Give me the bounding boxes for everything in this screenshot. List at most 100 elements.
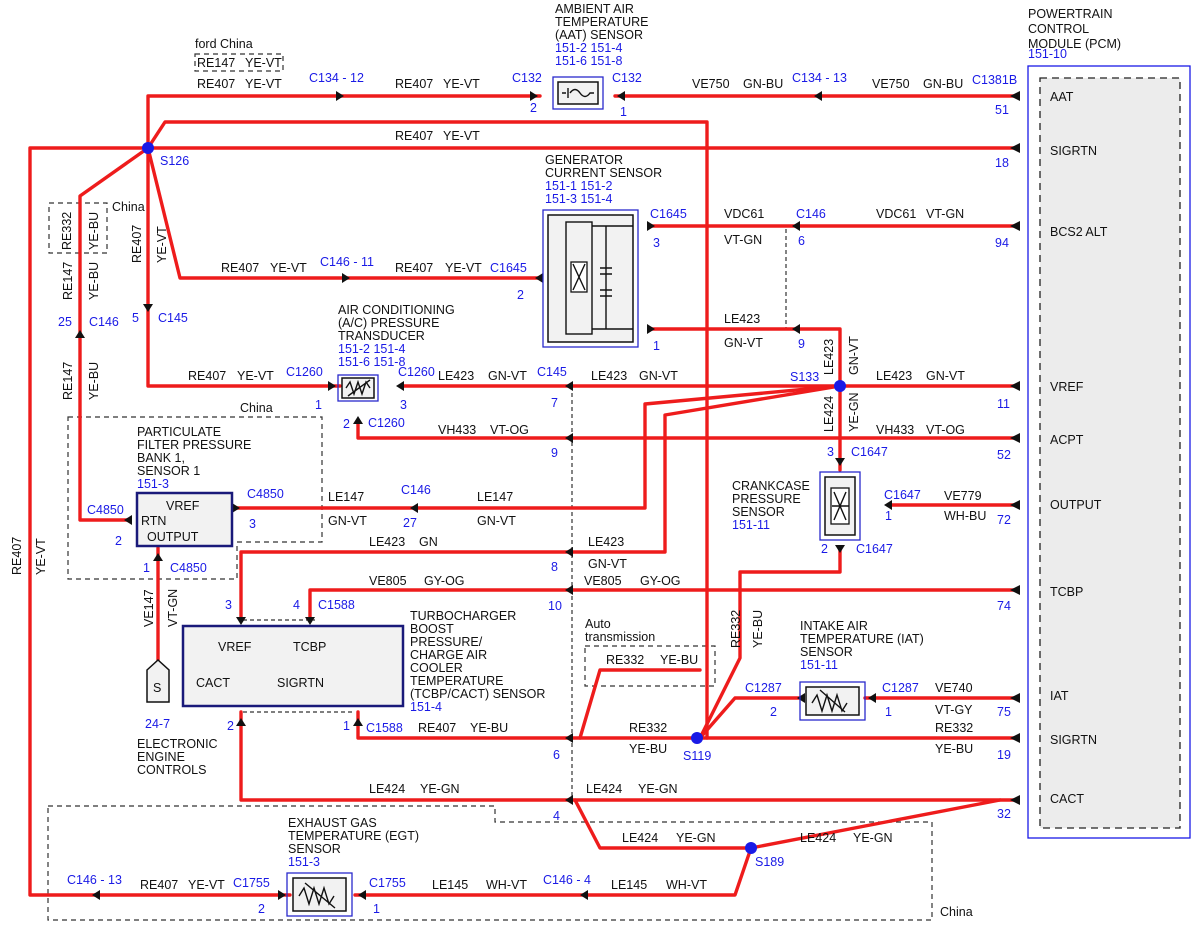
arrow-c146-25: [75, 330, 85, 338]
pcm-pin-tcbp: TCBP: [1050, 585, 1083, 599]
tcbp-name-4: CHARGE AIR: [410, 648, 487, 662]
wl-le147-a-color: GN-VT: [328, 514, 367, 528]
arrow-pcm-94: [1010, 221, 1020, 231]
ac-pin-2: 2: [343, 417, 350, 431]
pin-4: 4: [553, 809, 560, 823]
wl-le423-b-code: LE423: [438, 369, 474, 383]
aat-pin-1: 1: [620, 105, 627, 119]
cc-conn-bottom: C1647: [856, 542, 893, 556]
auto-box-color: YE-BU: [660, 653, 698, 667]
note-auto-1: Auto: [585, 617, 611, 631]
arrow-c1588-3: [236, 617, 246, 625]
ac-ref-2: 151-6 151-8: [338, 355, 405, 369]
wl-re332-b-color: YE-BU: [935, 742, 973, 756]
tcbp-name-5: COOLER: [410, 661, 463, 675]
arrow-c132-r: [617, 91, 625, 101]
cc-pin-1: 1: [885, 509, 892, 523]
pf-name-3: BANK 1,: [137, 451, 185, 465]
wl-ve740-code: VE740: [935, 681, 973, 695]
arrow-c145-8: [565, 547, 573, 557]
ac-pressure-transducer: AIR CONDITIONING (A/C) PRESSURE TRANSDUC…: [286, 303, 455, 431]
splice-s189-label: S189: [755, 855, 784, 869]
gen-capacitor-icon: [592, 225, 633, 330]
tcbp-conn-top: C1588: [318, 598, 355, 612]
wl-ve779-code: VE779: [944, 489, 982, 503]
pcm-pin-bcs2: BCS2 ALT: [1050, 225, 1108, 239]
wl-le145-a-color: WH-VT: [486, 878, 527, 892]
pcm-pin-num-19: 19: [997, 748, 1011, 762]
pf-ref: 151-3: [137, 477, 169, 491]
arrow-c1287-l: [797, 693, 805, 703]
arrow-c1647-3: [835, 458, 845, 466]
gen-ref-2: 151-3 151-4: [545, 192, 612, 206]
pin-25: 25: [58, 315, 72, 329]
wire-labels: RE407 YE-VT RE407 YE-VT VE750 GN-BU VE75…: [10, 77, 986, 892]
splice-s133: [834, 380, 846, 392]
wl-re407-v1-code: RE407: [130, 225, 144, 263]
pcm-ref: 151-10: [1028, 47, 1067, 61]
wl-vh433-b-code: VH433: [876, 423, 914, 437]
arrow-c1588-4: [305, 617, 315, 625]
wl-re407-v1-color: YE-VT: [155, 226, 169, 263]
wl-re332-a-code: RE332: [629, 721, 667, 735]
aat-conn-left: C132: [512, 71, 542, 85]
pcm-name-2: CONTROL: [1028, 22, 1089, 36]
note-ford-china: ford China: [195, 37, 253, 51]
wl-ve779-color: WH-BU: [944, 509, 986, 523]
eec-name-2: ENGINE: [137, 750, 185, 764]
wl-vdc61-b-color: VT-GN: [926, 207, 964, 221]
aat-outline: [552, 76, 604, 110]
iat-name-3: SENSOR: [800, 645, 853, 659]
egt-name-3: SENSOR: [288, 842, 341, 856]
arrow-pcm-19: [1010, 733, 1020, 743]
note-china-3: China: [940, 905, 973, 919]
aat-name-2: TEMPERATURE: [555, 15, 649, 29]
conn-c146-b: C146: [89, 315, 119, 329]
pcm-pin-aat: AAT: [1050, 90, 1074, 104]
arrow-c1588-2: [236, 718, 246, 726]
wl-ve805-b-color: GY-OG: [640, 574, 681, 588]
note-china-1: China: [112, 200, 145, 214]
pcm-pin-num-94: 94: [995, 236, 1009, 250]
pf-body: [135, 491, 234, 548]
arrow-c1645-b: [647, 324, 655, 334]
wl-re407-i-color: YE-VT: [188, 878, 225, 892]
wl-vh433-a-code: VH433: [438, 423, 476, 437]
wl-ve740-color: VT-GY: [935, 703, 973, 717]
wl-re407-left-code: RE407: [10, 537, 24, 575]
arrow-c1260-b: [353, 416, 363, 424]
pin-10: 10: [548, 599, 562, 613]
wire-re407-gen: [146, 146, 542, 280]
splice-s126: [142, 142, 154, 154]
china-box-left-code: RE332: [60, 212, 74, 250]
tcbp-pin-1: 1: [343, 719, 350, 733]
arrow-c1645-l: [535, 273, 543, 283]
arrow-c132-l: [530, 91, 538, 101]
tcbp-pin-4: 4: [293, 598, 300, 612]
wl-re407-left-color: YE-VT: [34, 538, 48, 575]
gen-conn-top: C1645: [650, 207, 687, 221]
aat-sensor: AMBIENT AIR TEMPERATURE (AAT) SENSOR 151…: [512, 2, 649, 119]
tcbp-pin-3: 3: [225, 598, 232, 612]
conn-c145-b: C145: [537, 365, 567, 379]
splice-s119: [691, 732, 703, 744]
arrow-c146-4: [580, 890, 588, 900]
conn-c146-a: C146: [796, 207, 826, 221]
auto-box-code: RE332: [606, 653, 644, 667]
splices: S126 S133 S119 S189: [142, 142, 846, 869]
wl-le423-f-code: LE423: [588, 535, 624, 549]
tcbp-name-7: (TCBP/CACT) SENSOR: [410, 687, 545, 701]
cc-name-2: PRESSURE: [732, 492, 801, 506]
wl-le423-e-color: GN: [419, 535, 438, 549]
wl-le423-v-color: GN-VT: [847, 336, 861, 375]
pf-pin-output: OUTPUT: [147, 530, 199, 544]
wl-re407-a-color: YE-VT: [245, 77, 282, 91]
wl-le147-b-color: GN-VT: [477, 514, 516, 528]
pcm-module: POWERTRAIN CONTROL MODULE (PCM) 151-10 C…: [972, 7, 1191, 839]
iat-name-2: TEMPERATURE (IAT): [800, 632, 924, 646]
wl-re407-c-color: YE-VT: [443, 129, 480, 143]
iat-conn-left: C1287: [745, 681, 782, 695]
wire-re332-cc: [698, 546, 842, 740]
wl-re407-h-color: YE-BU: [470, 721, 508, 735]
wl-re407-f-code: RE407: [188, 369, 226, 383]
